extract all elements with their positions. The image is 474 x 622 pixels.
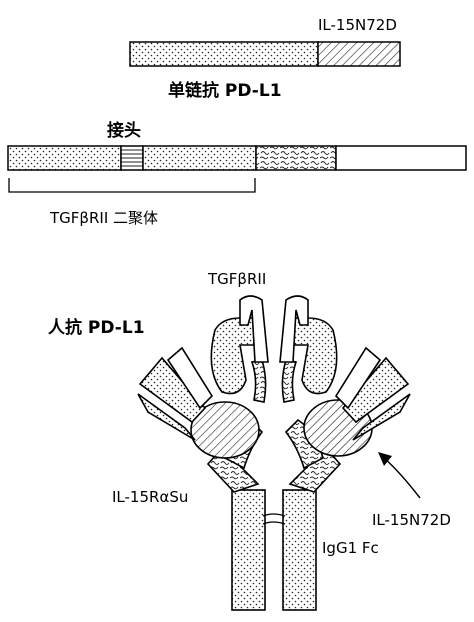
label-il15rasu: IL-15RαSu	[112, 488, 188, 506]
il15n72d-oval-left	[190, 401, 260, 459]
dimer-bracket	[8, 178, 256, 193]
tgfbrii-segment-1	[7, 145, 122, 171]
scfv-left-inner	[166, 346, 214, 410]
fc-segment	[335, 145, 467, 171]
fc-stem-left	[231, 489, 266, 611]
tgfbrii-loop-left	[239, 295, 269, 363]
scfv-right-outer	[341, 356, 410, 424]
stalk-right	[281, 359, 298, 403]
scfv-left-lower	[137, 393, 196, 441]
tgfbrii-domain-left	[210, 317, 257, 395]
tgfbrii-loop-right	[279, 295, 309, 363]
label-linker: 接头	[107, 120, 141, 141]
tgfbrii-segment-2	[142, 145, 257, 171]
fc-stem-right	[282, 489, 317, 611]
scfv-segment	[129, 41, 319, 67]
il15n72d-segment-top	[317, 41, 401, 67]
protein-complex	[137, 295, 411, 611]
tgfbrii-construct	[7, 145, 467, 171]
linker-segment	[120, 145, 144, 171]
scfv-construct	[129, 41, 401, 67]
label-il15n72d-bottom: IL-15N72D	[372, 511, 451, 529]
disulfide-bonds	[262, 513, 286, 525]
label-igg1-fc: IgG1 Fc	[322, 539, 379, 557]
scfv-right-lower	[352, 393, 411, 441]
stalk-left	[250, 359, 267, 403]
il15rasu-segment	[255, 145, 337, 171]
label-scfv-pdl1: 单链抗 PD-L1	[168, 80, 282, 101]
pointer-arrow	[381, 455, 421, 499]
scfv-right-inner	[334, 346, 382, 410]
label-tgfbrii: TGFβRII	[207, 270, 266, 288]
label-human-anti-pdl1: 人抗 PD-L1	[48, 317, 145, 338]
scfv-left-outer	[138, 356, 207, 424]
label-il15n72d-top: IL-15N72D	[318, 16, 397, 34]
pointer-arrowhead	[378, 452, 392, 466]
tgfbrii-domain-right	[291, 317, 338, 395]
label-tgfbrii-dimer: TGFβRII 二聚体	[49, 209, 158, 227]
